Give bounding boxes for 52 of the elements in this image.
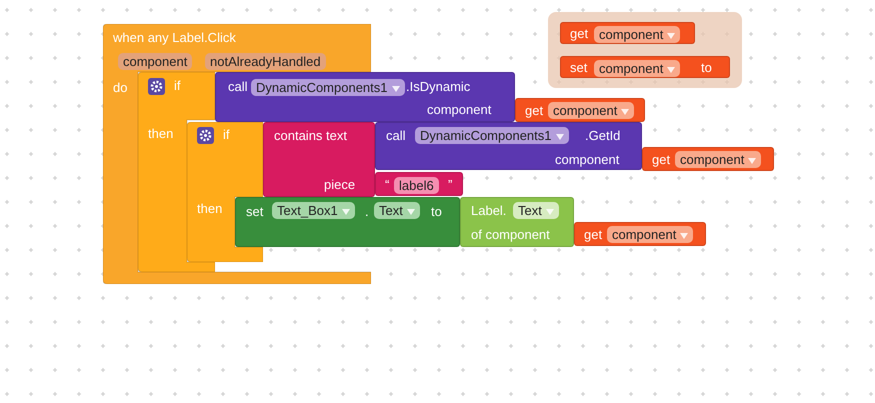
block-label: component [555,152,620,168]
parameter-chip: notAlreadyHandled [205,53,326,70]
block-label: ” [448,177,452,193]
block-label: . [365,204,369,220]
dropdown: DynamicComponents1 [415,127,569,144]
block-label: set [570,60,588,76]
block-label: set [246,204,264,220]
block-label: get [584,227,602,243]
text-value-chip: label6 [394,177,439,194]
if-block [187,122,263,262]
dropdown: DynamicComponents1 [251,79,405,96]
block-label: call [386,128,406,144]
dropdown: Text_Box1 [272,202,355,219]
block-label: contains text [274,128,347,144]
block-label: to [431,204,442,220]
dropdown: component [675,151,762,168]
block-label: if [174,78,180,94]
block-label: call [228,79,248,95]
get-block [560,22,695,44]
dropdown: Text [374,202,420,219]
method-call-block [375,122,642,170]
text-contains-block [263,122,375,197]
get-block [515,98,645,122]
block-label: get [570,26,588,42]
dropdown: component [594,60,680,77]
set-variable-block [560,56,730,78]
block-label: then [148,126,174,142]
setter-block [235,197,460,247]
block-label: Label. [471,203,506,219]
block-label: do [113,80,128,96]
dropdown: component [548,102,634,119]
get-block [642,147,774,171]
dropdown: Text [513,202,559,219]
getter-block [460,197,574,247]
block-label: of component [471,227,550,243]
method-call-block [215,72,515,122]
block-label: “ [385,177,390,193]
block-label: .IsDynamic [406,79,470,95]
block-label: then [197,201,222,217]
get-block [574,222,706,246]
block-label: when any Label.Click [113,30,236,46]
block-label: to [701,60,712,76]
block-label: component [427,102,492,118]
text-string-block [375,172,463,196]
block-label: .GetId [585,128,620,144]
block-label: piece [324,177,356,193]
dropdown: component [594,26,680,43]
block-label: get [652,152,670,168]
block-label: if [223,127,230,143]
parameter-chip: component [118,53,192,70]
dropdown: component [607,226,694,243]
block-label: get [525,103,544,119]
